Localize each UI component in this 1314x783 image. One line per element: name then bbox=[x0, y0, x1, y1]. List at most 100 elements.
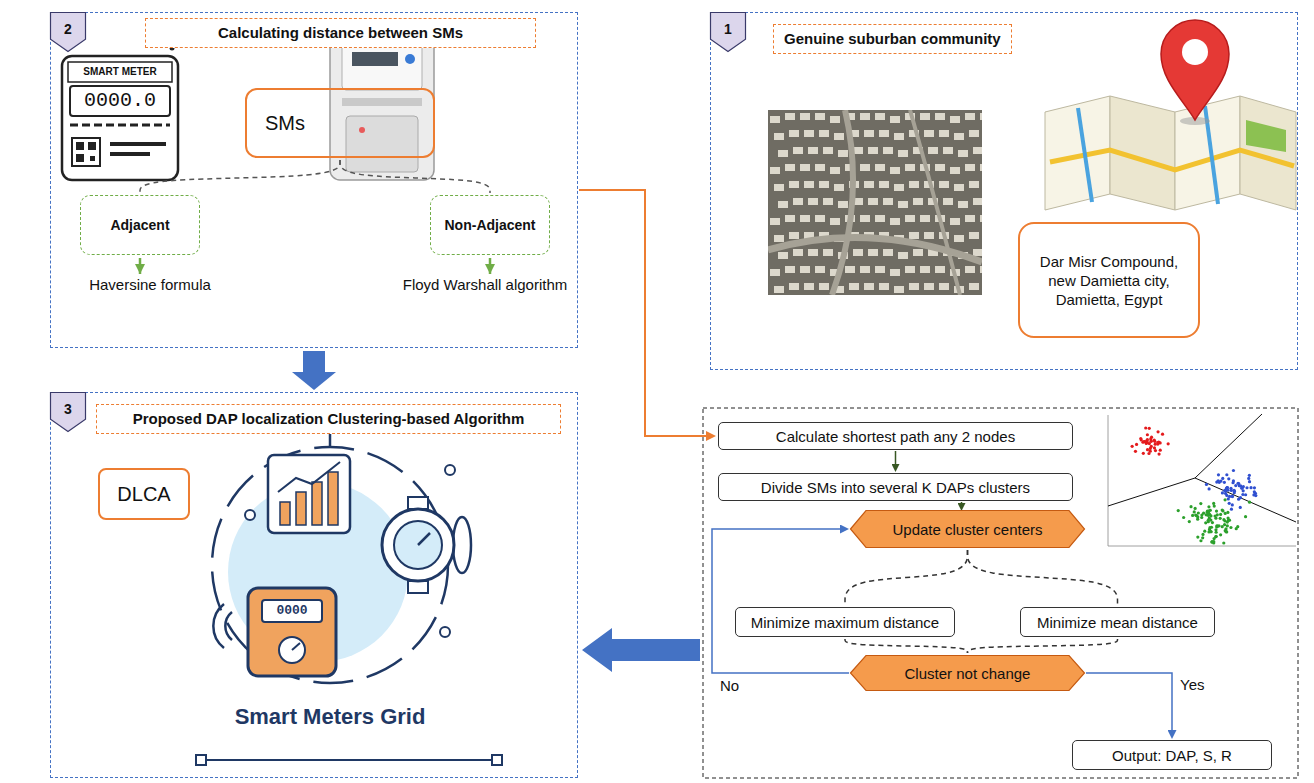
chart-bar bbox=[280, 502, 290, 525]
chart-line bbox=[278, 462, 340, 492]
data-point bbox=[1244, 515, 1247, 518]
data-point bbox=[1235, 527, 1238, 530]
building bbox=[830, 218, 840, 225]
meter-body bbox=[62, 56, 178, 180]
data-point bbox=[1208, 526, 1211, 529]
building bbox=[785, 164, 795, 171]
data-point bbox=[1219, 533, 1222, 536]
building bbox=[819, 283, 829, 290]
node-dot bbox=[245, 510, 255, 520]
method-name: Haversine formula bbox=[89, 276, 211, 294]
building bbox=[789, 283, 799, 290]
data-point bbox=[1135, 443, 1138, 446]
electric-dial bbox=[279, 637, 305, 663]
qr-dot bbox=[76, 154, 84, 162]
building-blocks bbox=[770, 113, 982, 293]
building bbox=[808, 147, 818, 154]
dial-needle bbox=[418, 533, 430, 545]
building bbox=[800, 113, 810, 120]
building bbox=[939, 181, 949, 188]
data-point bbox=[1150, 440, 1153, 443]
icon-ring bbox=[212, 447, 448, 683]
dashed-connector bbox=[140, 160, 340, 193]
building bbox=[920, 215, 930, 222]
dashed-connector bbox=[968, 550, 1118, 605]
node-text: DLCA bbox=[117, 483, 170, 506]
process-box: Divide SMs into several K DAPs clusters bbox=[718, 473, 1073, 501]
building bbox=[830, 116, 840, 123]
data-point bbox=[1247, 477, 1250, 480]
data-point bbox=[1223, 498, 1226, 501]
building bbox=[804, 130, 814, 137]
building bbox=[943, 198, 953, 205]
building bbox=[969, 130, 979, 137]
data-point bbox=[1230, 508, 1233, 511]
node-text: SMs bbox=[265, 112, 305, 135]
meter-reading: 0000.0 bbox=[84, 88, 156, 114]
building bbox=[815, 113, 825, 120]
data-point bbox=[1199, 539, 1202, 542]
building bbox=[815, 215, 825, 222]
node-text: Minimize mean distance bbox=[1037, 614, 1198, 631]
method-arrow bbox=[489, 258, 492, 274]
building bbox=[770, 269, 780, 276]
data-point bbox=[1153, 440, 1156, 443]
building bbox=[909, 232, 919, 239]
building bbox=[808, 249, 818, 256]
building bbox=[804, 181, 814, 188]
building bbox=[868, 249, 878, 256]
building bbox=[875, 266, 885, 273]
hexagon-shape bbox=[851, 511, 1085, 548]
building bbox=[789, 181, 799, 188]
data-point bbox=[1221, 509, 1224, 512]
building bbox=[935, 164, 945, 171]
data-point bbox=[1134, 450, 1137, 453]
building bbox=[969, 232, 979, 239]
node-dot bbox=[440, 627, 450, 637]
data-point bbox=[1245, 486, 1248, 489]
method-box: Non-Adjacent bbox=[430, 195, 550, 255]
data-point bbox=[1249, 486, 1252, 489]
building bbox=[834, 133, 844, 140]
data-point bbox=[1231, 503, 1234, 506]
data-point bbox=[1199, 502, 1202, 505]
data-point bbox=[1237, 482, 1240, 485]
meter-bar bbox=[110, 152, 150, 156]
node-text: 1 bbox=[724, 21, 732, 38]
block-arrow bbox=[303, 351, 325, 372]
process-box: Calculate shortest path any 2 nodes bbox=[718, 422, 1073, 450]
building bbox=[770, 167, 780, 174]
data-point bbox=[1231, 495, 1234, 498]
data-point bbox=[1146, 433, 1149, 436]
signal-arc bbox=[225, 612, 232, 640]
building bbox=[860, 164, 870, 171]
edge-label: Yes bbox=[1178, 676, 1206, 694]
section-panel: Calculating distance between SMs2SMsAdja… bbox=[50, 12, 578, 348]
process-box: Minimize maximum distance bbox=[735, 607, 955, 637]
data-point bbox=[1209, 530, 1212, 533]
data-point bbox=[1248, 501, 1251, 504]
cluster-boundary bbox=[1195, 414, 1262, 478]
data-point bbox=[1131, 445, 1134, 448]
data-point bbox=[1148, 427, 1151, 430]
location-box: Dar Misr Compound, new Damietta city, Da… bbox=[1018, 222, 1200, 338]
building bbox=[973, 249, 982, 256]
building bbox=[800, 266, 810, 273]
building bbox=[774, 235, 784, 242]
data-point bbox=[1182, 516, 1185, 519]
building bbox=[890, 218, 900, 225]
data-point bbox=[1242, 489, 1245, 492]
data-point bbox=[1212, 502, 1215, 505]
data-point bbox=[1219, 513, 1222, 516]
building bbox=[890, 269, 900, 276]
building bbox=[815, 164, 825, 171]
building bbox=[894, 133, 904, 140]
data-point bbox=[1224, 492, 1227, 495]
building bbox=[980, 164, 982, 171]
building bbox=[883, 249, 893, 256]
node-text: Output: DAP, S, R bbox=[1112, 747, 1232, 764]
building bbox=[980, 113, 982, 120]
building bbox=[800, 215, 810, 222]
step-badge: 2 bbox=[50, 12, 86, 52]
building bbox=[958, 150, 968, 157]
